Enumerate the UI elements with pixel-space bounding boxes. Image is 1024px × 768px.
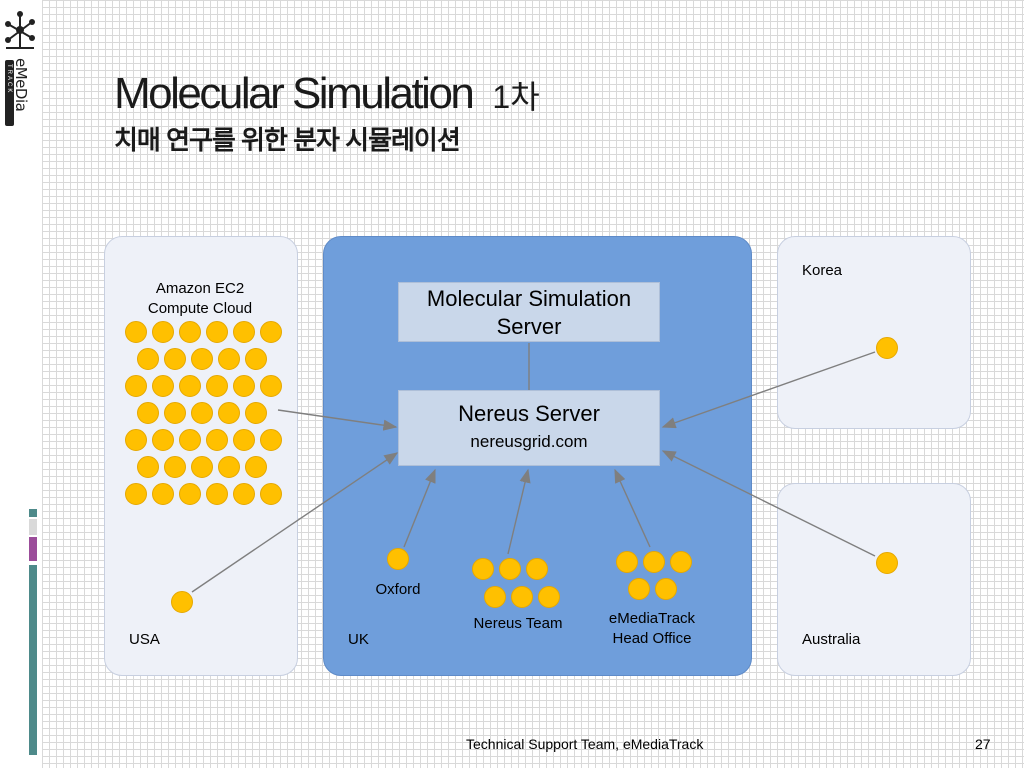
- node-dot: [643, 551, 665, 573]
- node-dot: [233, 375, 255, 397]
- region-korea: [777, 236, 971, 429]
- region-label-uk: UK: [348, 631, 369, 648]
- nereus-server: Nereus Server nereusgrid.com: [398, 390, 660, 466]
- node-dot: [484, 586, 506, 608]
- node-dot: [260, 321, 282, 343]
- node-dot: [137, 402, 159, 424]
- node-dot: [125, 429, 147, 451]
- korea-node-dot: [876, 337, 898, 359]
- arrow-nereus-team-to-nereus: [507, 468, 531, 555]
- arrow-oxford-to-nereus: [403, 468, 436, 548]
- node-dot: [260, 483, 282, 505]
- node-dot: [191, 348, 213, 370]
- node-dot: [179, 321, 201, 343]
- molecular-simulation-server: Molecular Simulation Server: [398, 282, 660, 342]
- node-dot: [164, 402, 186, 424]
- node-dot: [233, 429, 255, 451]
- node-dot: [511, 586, 533, 608]
- region-label-korea: Korea: [802, 262, 843, 279]
- node-dot: [233, 321, 255, 343]
- nereus-team-label: Nereus Team: [473, 615, 563, 632]
- node-dot: [245, 348, 267, 370]
- emediatrack-logo: TRACK eMeDia: [2, 8, 40, 126]
- footer-text: Technical Support Team, eMediaTrack: [466, 736, 704, 752]
- molecular-server-line1: Molecular Simulation: [426, 286, 632, 311]
- amazon-ec2-label: Amazon EC2 Compute Cloud: [147, 280, 253, 317]
- node-dot: [245, 402, 267, 424]
- node-dot: [152, 429, 174, 451]
- sidebar-strip: TRACK eMeDia: [0, 0, 42, 768]
- slide-subtitle: 치매 연구를 위한 분자 시뮬레이션: [114, 125, 461, 155]
- slide-title-text: Molecular Simulation: [114, 69, 475, 118]
- slide-title-suffix: 1차: [492, 79, 540, 115]
- node-dot: [164, 456, 186, 478]
- deco-bar-light: [29, 519, 37, 535]
- node-dot: [125, 375, 147, 397]
- node-dot: [218, 402, 240, 424]
- node-dot: [164, 348, 186, 370]
- node-dot: [218, 456, 240, 478]
- node-dot: [206, 483, 228, 505]
- node-dot: [179, 483, 201, 505]
- node-dot: [472, 558, 494, 580]
- node-dot: [179, 375, 201, 397]
- node-dot: [526, 558, 548, 580]
- molecular-server-line2: Server: [496, 314, 562, 339]
- deco-bar-teal-top: [29, 509, 37, 517]
- region-australia: [777, 483, 971, 676]
- region-label-australia: Australia: [802, 631, 861, 648]
- usa-node-dot: [171, 591, 193, 613]
- australia-node-dot: [876, 552, 898, 574]
- slide-title: Molecular Simulation 1차: [114, 64, 540, 127]
- node-dot: [245, 456, 267, 478]
- node-dot: [125, 321, 147, 343]
- node-dot: [206, 375, 228, 397]
- node-dot: [616, 551, 638, 573]
- node-dot: [152, 483, 174, 505]
- arrow-usa-to-nereus: [191, 452, 399, 593]
- head-office-label: eMediaTrack Head Office: [608, 610, 696, 647]
- arrow-korea-to-nereus: [661, 351, 876, 429]
- arrow-australia-to-nereus: [661, 450, 876, 557]
- node-dot: [260, 429, 282, 451]
- node-dot: [206, 321, 228, 343]
- arrow-head-office-to-nereus: [614, 468, 651, 548]
- logo-track-badge: TRACK: [5, 60, 14, 126]
- oxford-label: Oxford: [375, 581, 421, 598]
- node-dot: [628, 578, 650, 600]
- page-number: 27: [975, 736, 991, 752]
- node-dot: [260, 375, 282, 397]
- molecule-icon: [5, 11, 35, 49]
- oxford-node-dot: [387, 548, 409, 570]
- node-dot: [655, 578, 677, 600]
- node-dot: [179, 429, 201, 451]
- arrow-amazon-to-nereus: [277, 409, 398, 431]
- node-dot: [137, 348, 159, 370]
- nereus-server-url: nereusgrid.com: [470, 432, 588, 451]
- deco-bar-teal-long: [29, 565, 37, 755]
- node-dot: [137, 456, 159, 478]
- node-dot: [670, 551, 692, 573]
- node-dot: [152, 375, 174, 397]
- logo-brand-text: eMeDia: [12, 58, 30, 112]
- node-dot: [206, 429, 228, 451]
- node-dot: [125, 483, 147, 505]
- node-dot: [218, 348, 240, 370]
- node-dot: [191, 456, 213, 478]
- node-dot: [152, 321, 174, 343]
- deco-bar-purple: [29, 537, 37, 561]
- node-dot: [191, 402, 213, 424]
- node-dot: [233, 483, 255, 505]
- region-label-usa: USA: [129, 631, 160, 648]
- node-dot: [538, 586, 560, 608]
- nereus-server-name: Nereus Server: [458, 401, 600, 426]
- node-dot: [499, 558, 521, 580]
